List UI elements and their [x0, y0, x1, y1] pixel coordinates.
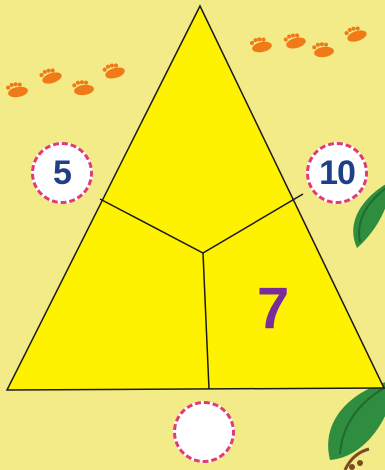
footprint-trail-right-icon [249, 23, 368, 58]
top-left-number: 5 [53, 154, 71, 193]
bottom-answer-circle[interactable] [173, 401, 235, 463]
top-right-number: 10 [319, 154, 355, 193]
center-number: 7 [257, 280, 289, 338]
top-right-number-circle: 10 [306, 142, 368, 204]
footprint-trail-left-icon [5, 61, 126, 99]
leaf-right-lower-icon [328, 382, 385, 470]
top-left-number-circle: 5 [31, 142, 93, 204]
